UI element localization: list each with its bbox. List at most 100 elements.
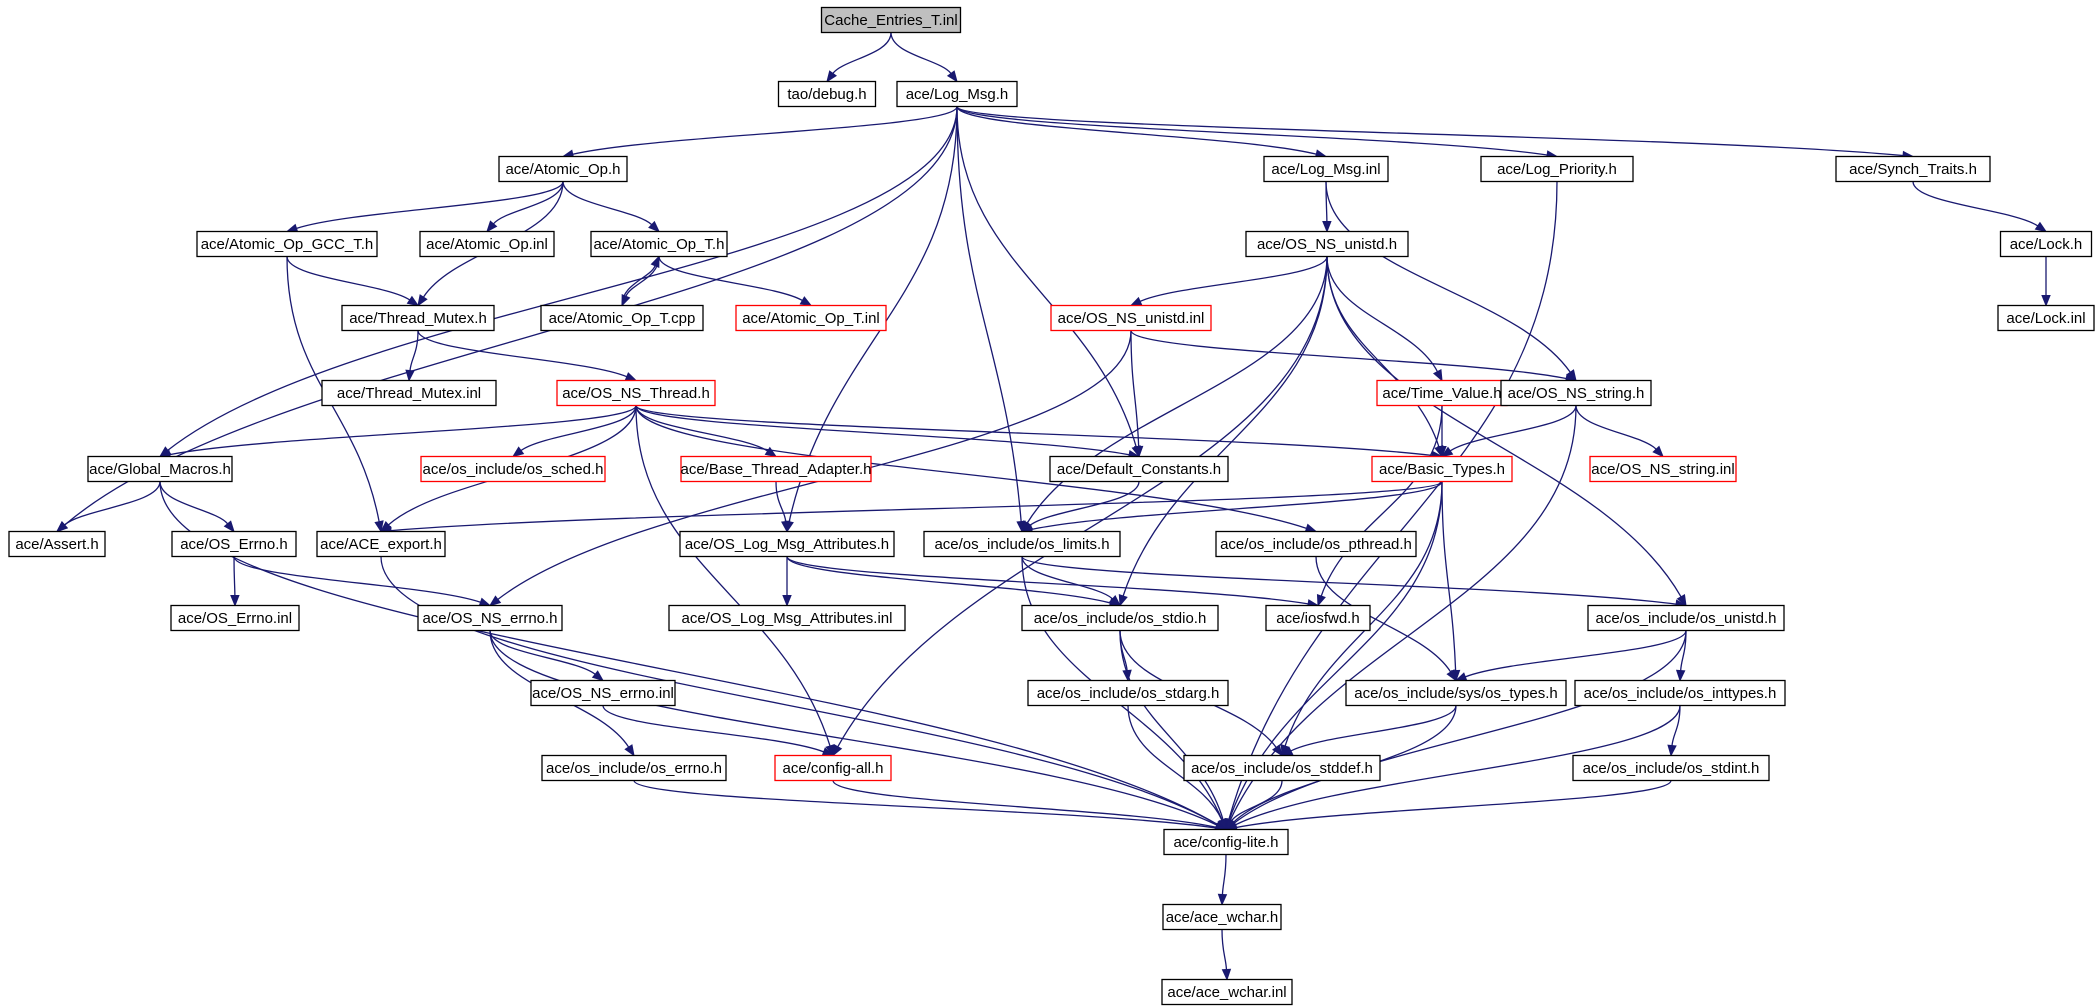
node-lock-h[interactable]: ace/Lock.h <box>1999 230 2093 258</box>
edge-line <box>1290 705 1457 752</box>
node-os-sched-h[interactable]: ace/os_include/os_sched.h <box>420 455 606 483</box>
node-label: ace/Log_Msg.h <box>906 86 1009 103</box>
node-label: ace/OS_Log_Msg_Attributes.inl <box>682 610 893 627</box>
node-box <box>1050 304 1212 332</box>
edge-arrowhead <box>1316 594 1326 607</box>
edge-line <box>635 405 1130 456</box>
node-log-msg-h[interactable]: ace/Log_Msg.h <box>896 80 1018 108</box>
edge-line <box>635 404 1433 457</box>
node-thread-mutex-inl[interactable]: ace/Thread_Mutex.inl <box>321 379 497 407</box>
node-os-log-msg-attributes-h[interactable]: ace/OS_Log_Msg_Attributes.h <box>679 530 895 558</box>
node-label: ace/os_include/os_stddef.h <box>1191 760 1373 777</box>
edge-line <box>1326 256 1682 598</box>
edge-line <box>1320 405 1443 597</box>
node-default-constants-h[interactable]: ace/Default_Constants.h <box>1049 455 1229 483</box>
edge-arrowhead <box>1272 744 1283 757</box>
edge-arrowhead <box>781 520 791 533</box>
node-box <box>1021 604 1219 632</box>
node-synch-traits-h[interactable]: ace/Synch_Traits.h <box>1835 155 1991 183</box>
edge-line <box>1127 705 1223 821</box>
node-log-priority-h[interactable]: ace/Log_Priority.h <box>1480 155 1634 183</box>
node-label: ace/Thread_Mutex.h <box>349 310 487 327</box>
edge-os-log-msg-attributes-h-to-iosfwd-h <box>786 556 1320 609</box>
edge-log-msg-h-to-synch-traits-h <box>956 105 1915 161</box>
node-os-stdio-h[interactable]: ace/os_include/os_stdio.h <box>1021 604 1219 632</box>
node-os-ns-thread-h[interactable]: ace/OS_NS_Thread.h <box>556 379 716 407</box>
node-assert-h[interactable]: ace/Assert.h <box>8 530 106 558</box>
edge-os-ns-string-h-to-basic-types-h <box>1440 405 1577 458</box>
node-atomic-op-t-inl[interactable]: ace/Atomic_Op_T.inl <box>735 304 887 332</box>
edge-line <box>286 256 411 301</box>
node-os-pthread-h[interactable]: ace/os_include/os_pthread.h <box>1215 530 1417 558</box>
node-log-msg-inl[interactable]: ace/Log_Msg.inl <box>1263 155 1389 183</box>
node-os-errno-h[interactable]: ace/OS_Errno.h <box>171 530 297 558</box>
edge-arrowhead <box>1133 445 1144 458</box>
node-atomic-op-gcc-t-h[interactable]: ace/Atomic_Op_GCC_T.h <box>196 230 378 258</box>
node-atomic-op-inl[interactable]: ace/Atomic_Op.inl <box>419 230 555 258</box>
node-box <box>735 304 887 332</box>
edge-os-ns-thread-h-to-default-constants-h <box>635 405 1141 460</box>
edge-arrowhead <box>417 294 428 307</box>
edge-os-unistd-h-to-sys-os-types-h <box>1454 630 1687 682</box>
node-cache-entries-t-inl[interactable]: Cache_Entries_T.inl <box>820 6 962 34</box>
graph-edges <box>55 32 2051 981</box>
node-atomic-op-t-h[interactable]: ace/Atomic_Op_T.h <box>590 230 728 258</box>
edge-line <box>786 556 1309 605</box>
node-label: Cache_Entries_T.inl <box>824 12 957 29</box>
node-atomic-op-t-cpp[interactable]: ace/Atomic_Op_T.cpp <box>540 304 704 332</box>
node-os-ns-unistd-h[interactable]: ace/OS_NS_unistd.h <box>1245 230 1409 258</box>
edge-line <box>489 630 1218 826</box>
edge-atomic-op-t-cpp-to-atomic-op-t-h <box>621 255 660 306</box>
node-os-errno-inl[interactable]: ace/OS_Errno.inl <box>170 604 300 632</box>
node-time-value-h[interactable]: ace/Time_Value.h <box>1376 379 1508 407</box>
node-os-inttypes-h[interactable]: ace/os_include/os_inttypes.h <box>1574 679 1786 707</box>
edge-line <box>635 405 768 452</box>
node-base-thread-adapter-h[interactable]: ace/Base_Thread_Adapter.h <box>680 455 872 483</box>
edge-arrowhead <box>1129 296 1143 307</box>
edge-line <box>786 556 1111 604</box>
node-box <box>1215 530 1417 558</box>
edge-atomic-op-h-to-atomic-op-inl <box>486 181 564 233</box>
edge-line <box>602 705 824 753</box>
edge-basic-types-h-to-sys-os-types-h <box>1441 481 1461 682</box>
node-iosfwd-h[interactable]: ace/iosfwd.h <box>1265 604 1371 632</box>
node-box <box>196 230 378 258</box>
edge-arrowhead <box>591 670 605 682</box>
node-thread-mutex-h[interactable]: ace/Thread_Mutex.h <box>341 304 495 332</box>
node-os-stddef-h[interactable]: ace/os_include/os_stddef.h <box>1183 754 1381 782</box>
node-ace-wchar-h[interactable]: ace/ace_wchar.h <box>1162 903 1282 931</box>
node-box <box>341 304 495 332</box>
node-os-ns-string-inl[interactable]: ace/OS_NS_string.inl <box>1589 455 1737 483</box>
node-global-macros-h[interactable]: ace/Global_Macros.h <box>87 455 233 483</box>
node-tao-debug-h[interactable]: tao/debug.h <box>777 80 877 108</box>
node-config-all-h[interactable]: ace/config-all.h <box>774 754 892 782</box>
node-ace-export-h[interactable]: ace/ACE_export.h <box>316 530 446 558</box>
node-os-log-msg-attributes-inl[interactable]: ace/OS_Log_Msg_Attributes.inl <box>668 604 906 632</box>
node-os-limits-h[interactable]: ace/os_include/os_limits.h <box>923 530 1121 558</box>
edge-os-log-msg-attributes-h-to-os-log-msg-attributes-inl <box>782 556 792 607</box>
node-os-stdint-h[interactable]: ace/os_include/os_stdint.h <box>1572 754 1770 782</box>
node-label: ace/Atomic_Op_T.inl <box>742 310 880 327</box>
node-box <box>1376 379 1508 407</box>
node-box <box>1999 230 2093 258</box>
edge-arrowhead <box>1652 445 1664 458</box>
node-os-unistd-h[interactable]: ace/os_include/os_unistd.h <box>1587 604 1785 632</box>
node-os-ns-errno-inl[interactable]: ace/OS_NS_errno.inl <box>530 679 676 707</box>
node-sys-os-types-h[interactable]: ace/os_include/sys/os_types.h <box>1345 679 1567 707</box>
node-os-ns-string-h[interactable]: ace/OS_NS_string.h <box>1500 379 1652 407</box>
node-config-lite-h[interactable]: ace/config-lite.h <box>1163 828 1289 856</box>
edge-line <box>621 265 656 306</box>
node-os-ns-unistd-inl[interactable]: ace/OS_NS_unistd.inl <box>1050 304 1212 332</box>
node-atomic-op-h[interactable]: ace/Atomic_Op.h <box>498 155 628 183</box>
edge-arrowhead <box>648 220 660 233</box>
node-os-stdarg-h[interactable]: ace/os_include/os_stdarg.h <box>1027 679 1229 707</box>
edge-line <box>1449 405 1577 452</box>
node-basic-types-h[interactable]: ace/Basic_Types.h <box>1371 455 1513 483</box>
node-lock-inl[interactable]: ace/Lock.inl <box>1997 304 2095 332</box>
edge-line <box>956 106 1022 522</box>
node-os-ns-errno-h[interactable]: ace/OS_NS_errno.h <box>417 604 563 632</box>
node-box <box>1049 455 1229 483</box>
node-os-errno-os-h[interactable]: ace/os_include/os_errno.h <box>541 754 727 782</box>
edge-lock-h-to-lock-inl <box>2041 256 2051 307</box>
node-ace-wchar-inl[interactable]: ace/ace_wchar.inl <box>1161 978 1293 1006</box>
